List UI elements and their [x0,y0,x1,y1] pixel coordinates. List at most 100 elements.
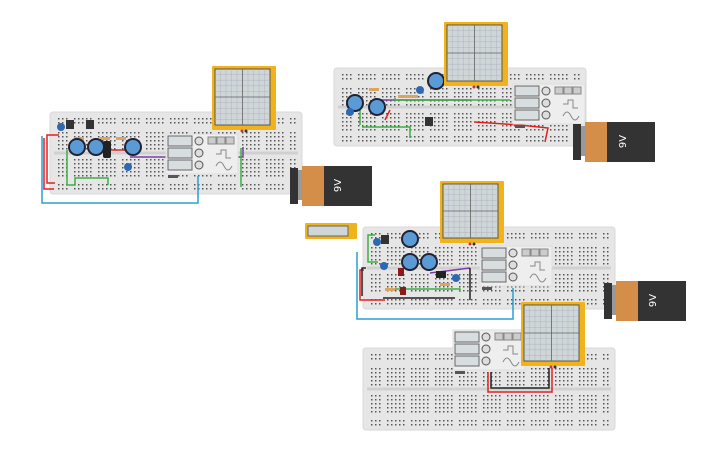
led[interactable] [398,268,404,276]
knob-2[interactable] [194,160,204,170]
knob-1[interactable] [508,260,518,270]
wire[interactable] [384,109,391,121]
function-generator[interactable] [165,133,239,178]
hole [583,251,585,253]
capacitor[interactable] [373,238,381,246]
probe-terminal[interactable] [468,242,472,246]
function-generator[interactable] [479,245,553,290]
power-switch[interactable] [515,125,525,128]
knob-2[interactable] [481,356,491,366]
capacitor[interactable] [416,86,424,94]
wire[interactable] [43,138,54,190]
resistor[interactable] [440,283,450,286]
waveform-button[interactable] [554,86,564,95]
probe-terminal[interactable] [549,365,553,369]
waveform-button[interactable] [521,248,531,257]
resistor[interactable] [369,88,379,91]
capacitor[interactable] [452,274,460,282]
wire[interactable] [356,252,514,320]
waveform-button[interactable] [494,332,504,341]
potentiometer[interactable] [68,138,86,156]
knob-1[interactable] [194,148,204,158]
wire[interactable] [473,121,549,143]
knob-0[interactable] [481,332,491,342]
ground-terminal[interactable] [472,242,476,246]
oscilloscope[interactable] [212,66,276,133]
wire[interactable] [66,150,109,186]
capacitor[interactable] [346,108,354,116]
hole [562,136,564,138]
transistor[interactable] [86,120,94,129]
knob-0[interactable] [541,86,551,96]
wire[interactable] [46,134,59,184]
led[interactable] [400,287,406,295]
power-switch[interactable] [482,287,492,290]
waveform-button[interactable] [563,86,573,95]
transistor[interactable] [66,120,74,129]
battery-9v[interactable] [290,166,372,206]
knob-2[interactable] [508,272,518,282]
function-generator[interactable] [452,329,526,374]
ground-terminal[interactable] [244,129,248,133]
wire[interactable] [362,126,411,138]
potentiometer[interactable] [420,253,438,271]
waveform-button[interactable] [512,332,522,341]
resistor[interactable] [408,95,418,98]
battery-terminal[interactable] [604,283,612,319]
potentiometer[interactable] [401,253,419,271]
ic-chip[interactable] [436,271,446,278]
oscilloscope[interactable] [440,181,504,246]
probe-terminal[interactable] [472,85,476,89]
oscilloscope[interactable] [444,22,508,89]
potentiometer[interactable] [368,98,386,116]
resistor[interactable] [385,288,395,291]
capacitor[interactable] [57,123,65,131]
power-switch[interactable] [168,175,178,178]
waveform-button[interactable] [503,332,513,341]
ground-terminal[interactable] [553,365,557,369]
battery-9v[interactable] [573,122,655,162]
potentiometer[interactable] [401,230,419,248]
capacitor[interactable] [124,163,132,171]
transistor[interactable] [425,117,433,126]
resistor[interactable] [100,137,110,140]
electrolytic-capacitor[interactable] [103,141,111,158]
battery-terminal[interactable] [290,168,298,204]
wire[interactable] [367,234,378,263]
wire[interactable] [487,368,553,393]
ground-terminal[interactable] [476,85,480,89]
knob-0[interactable] [508,248,518,258]
function-generator[interactable] [512,83,586,128]
resistor[interactable] [116,137,126,140]
knob-2[interactable] [541,110,551,120]
potentiometer[interactable] [427,72,445,90]
knob-0[interactable] [194,136,204,146]
hole [370,125,372,127]
potentiometer[interactable] [87,138,105,156]
waveform-button[interactable] [539,248,549,257]
capacitor[interactable] [380,262,388,270]
battery-terminal[interactable] [573,124,581,160]
wire[interactable] [41,136,199,204]
potentiometer[interactable] [124,138,142,156]
wire[interactable] [361,267,366,296]
hole [471,411,473,413]
resistor[interactable] [398,95,408,98]
probe-terminal[interactable] [240,129,244,133]
waveform-button[interactable] [216,136,226,145]
wire[interactable] [394,98,510,101]
knob-1[interactable] [541,98,551,108]
wire[interactable] [490,368,550,389]
potentiometer[interactable] [346,94,364,112]
transistor[interactable] [381,235,389,244]
battery-9v[interactable] [604,281,686,321]
waveform-button[interactable] [225,136,235,145]
waveform-button[interactable] [530,248,540,257]
waveform-button[interactable] [572,86,582,95]
oscilloscope[interactable] [521,302,585,369]
power-switch[interactable] [455,371,465,374]
waveform-button[interactable] [207,136,217,145]
knob-1[interactable] [481,344,491,354]
wire[interactable] [385,288,461,292]
